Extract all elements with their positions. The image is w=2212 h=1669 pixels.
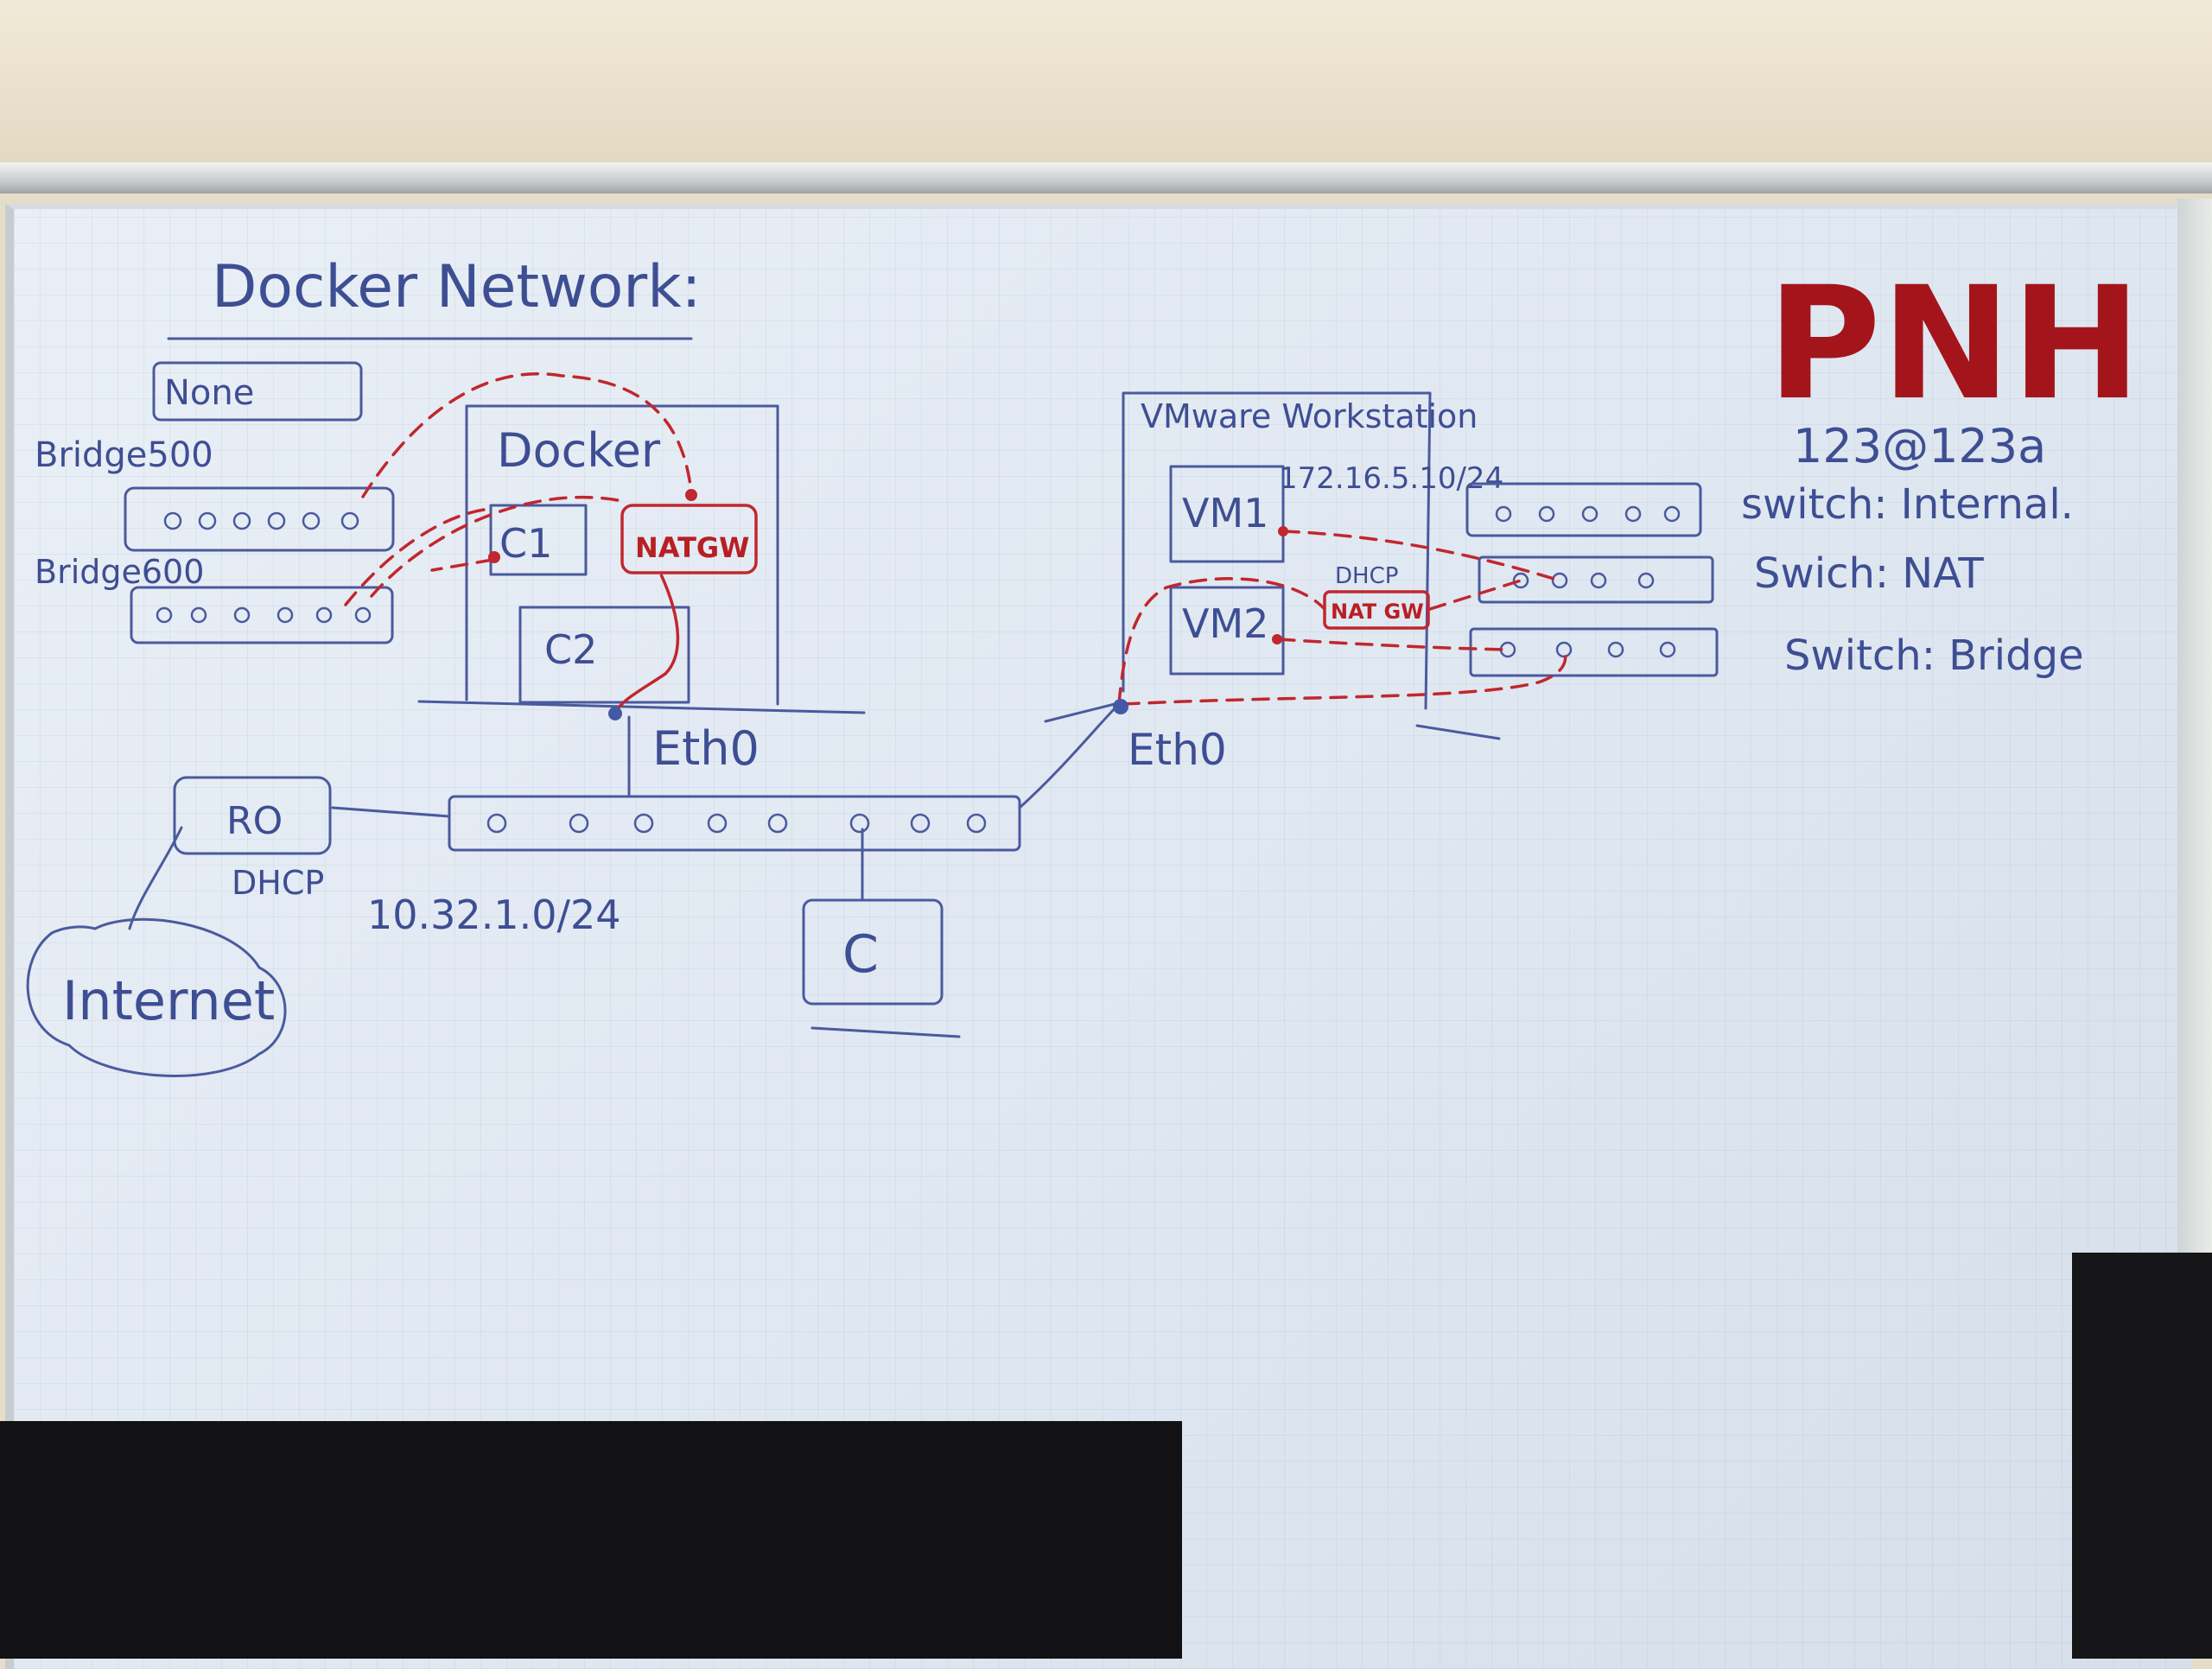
router-label: RO xyxy=(226,799,283,843)
lan-subnet-label: 10.32.1.0/24 xyxy=(367,892,621,938)
docker-host-frame xyxy=(465,404,779,706)
docker-natgw-box xyxy=(620,504,758,574)
internal-switch-ports xyxy=(1495,505,1681,523)
container-c2-box xyxy=(518,606,690,704)
vm-natgw-to-nat-switch-link xyxy=(1428,579,1522,611)
vm-natgw-label: NAT GW xyxy=(1331,600,1424,624)
bridge500-ports xyxy=(163,511,359,530)
bridge600-ports xyxy=(156,606,372,624)
switch-nat-note: Swich: NAT xyxy=(1754,549,1984,598)
vmware-label: VMware Workstation xyxy=(1141,397,1478,435)
vm1-box xyxy=(1169,465,1285,563)
router-dhcp-label: DHCP xyxy=(232,864,324,902)
docker-natgw-label: NATGW xyxy=(635,531,749,564)
vm1-label: VM1 xyxy=(1182,490,1268,536)
eth0-to-bridge-switch-link xyxy=(1122,648,1567,706)
vm-subnet-label: 172.16.5.10/24 xyxy=(1279,461,1503,496)
foreground-monitor-left xyxy=(0,1421,1182,1659)
vmware-eth0-dot xyxy=(1113,699,1128,714)
bridge500-label: Bridge500 xyxy=(35,435,213,475)
switch-bridge-note: Switch: Bridge xyxy=(1784,631,2084,680)
container-c1-box xyxy=(489,504,588,576)
vm-dhcp-label: DHCP xyxy=(1335,563,1398,589)
client-label: C xyxy=(842,924,879,985)
natgw-to-eth0-link xyxy=(613,574,680,714)
lan-switch xyxy=(448,795,1021,852)
vmware-eth0-stub xyxy=(1044,702,1116,723)
vmware-host-base xyxy=(1415,724,1501,740)
client-computer xyxy=(802,898,944,1006)
vm2-to-bridge-switch-link xyxy=(1277,638,1510,651)
natgw-port-dot xyxy=(685,489,697,501)
bridge600-to-c1-link xyxy=(344,508,486,606)
internet-label: Internet xyxy=(62,969,275,1032)
whiteboard-tray-rail xyxy=(0,162,2212,194)
lan-switch-ports xyxy=(486,813,987,834)
bridge500-switch xyxy=(124,486,395,552)
vm2-port-dot xyxy=(1272,634,1282,644)
router-to-lan-switch-link xyxy=(331,806,451,818)
docker-host-base xyxy=(417,700,866,714)
pnh-logo-text: PNH xyxy=(1767,254,2141,435)
vm1-to-nat-switch-link xyxy=(1281,530,1561,582)
none-network-box xyxy=(152,361,363,422)
switch-internal-note: switch: Internal. xyxy=(1741,480,2074,529)
lan-to-vmware-eth0-link xyxy=(1018,702,1121,809)
vm2-label: VM2 xyxy=(1182,600,1268,647)
bridge600-switch xyxy=(130,586,394,644)
container-c1-label: C1 xyxy=(499,520,552,567)
docker-label: Docker xyxy=(497,423,661,478)
vmware-eth0-label: Eth0 xyxy=(1128,725,1227,775)
foreground-monitor-right xyxy=(2072,1253,2212,1659)
none-label: None xyxy=(164,373,254,413)
nat-switch xyxy=(1478,555,1714,604)
client-base xyxy=(810,1026,961,1038)
internet-cloud xyxy=(26,917,287,1077)
bridge500-to-natgw-link xyxy=(361,371,693,498)
router-to-internet-link xyxy=(128,826,183,930)
c1-to-bridge600-link xyxy=(430,558,494,572)
c1-port-dot xyxy=(488,551,500,563)
pnh-logo: PNH xyxy=(1767,254,2141,435)
vm2-box xyxy=(1169,586,1285,676)
vmware-host-frame xyxy=(1122,391,1432,710)
bridge-switch xyxy=(1469,627,1719,677)
bridge600-label: Bridge600 xyxy=(35,553,204,591)
docker-eth0-label: Eth0 xyxy=(652,721,760,776)
board-title: Docker Network: xyxy=(212,253,702,321)
eth0-to-vm-natgw-link xyxy=(1117,577,1326,706)
vm1-port-dot xyxy=(1278,526,1288,536)
wall-background xyxy=(0,0,2212,164)
container-c2-label: C2 xyxy=(544,626,597,673)
bridge-switch-ports xyxy=(1499,641,1676,658)
credential-note: 123@123a xyxy=(1793,419,2046,473)
bridge600-to-natgw-link xyxy=(370,495,624,598)
docker-eth0-dot xyxy=(608,707,622,720)
internal-switch xyxy=(1465,482,1702,537)
nat-switch-ports xyxy=(1512,572,1655,589)
router-box xyxy=(173,776,332,855)
